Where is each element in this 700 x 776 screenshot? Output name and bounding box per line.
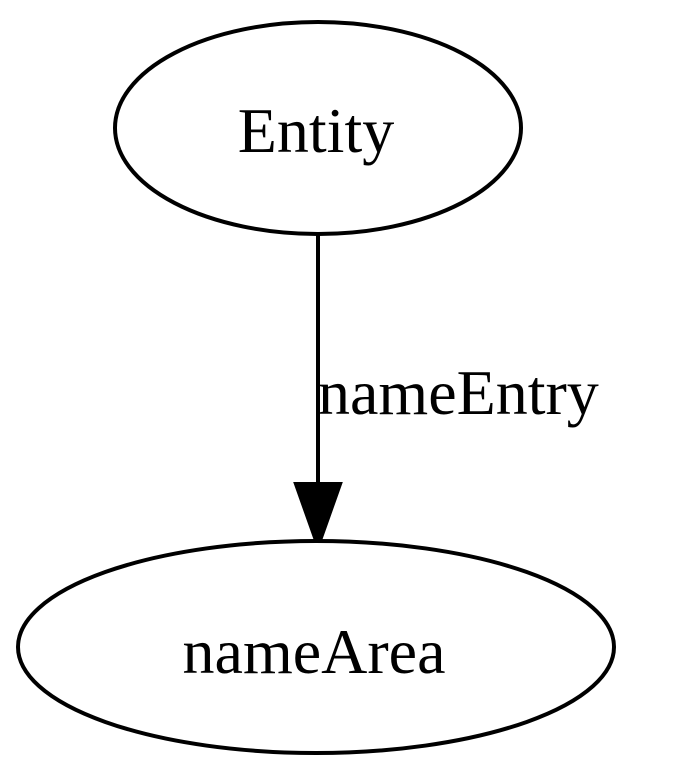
edge-label-name-entry: nameEntry bbox=[318, 357, 599, 428]
node-entity-label: Entity bbox=[238, 95, 394, 166]
node-name-area[interactable]: nameArea bbox=[16, 539, 616, 755]
node-name-area-shape bbox=[16, 539, 616, 755]
edge-entity-to-name-area: nameEntry bbox=[293, 234, 599, 552]
arrowhead-icon bbox=[293, 482, 343, 552]
node-entity[interactable]: Entity bbox=[113, 20, 523, 236]
node-name-area-label: nameArea bbox=[183, 616, 446, 687]
node-entity-shape bbox=[113, 20, 523, 236]
